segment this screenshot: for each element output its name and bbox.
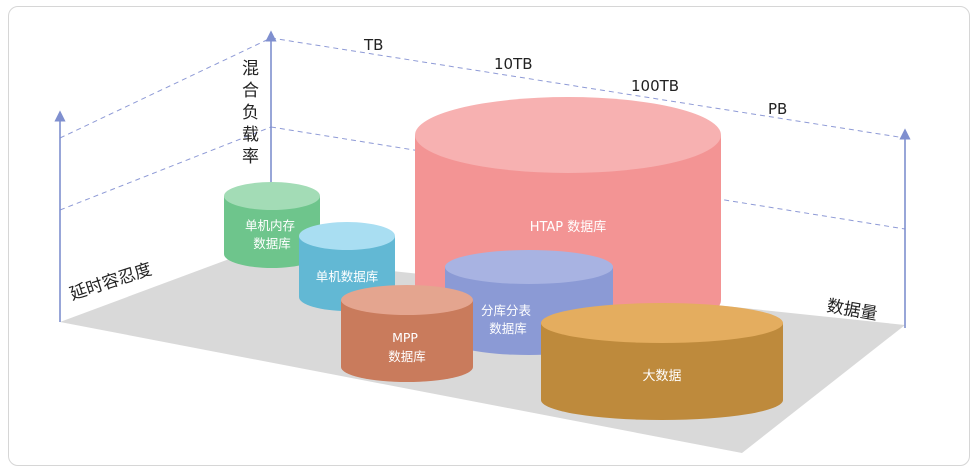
scale-label-pb: PB <box>768 100 787 118</box>
cylinder-label: MPP 数据库 <box>388 330 426 364</box>
guide-lines <box>59 37 906 230</box>
workload-axis-label: 混 合 负 载 率 <box>242 59 264 167</box>
scale-label-10tb: 10TB <box>494 55 533 73</box>
cylinder-mpp: MPP 数据库 <box>341 285 473 382</box>
cylinder-sharding: 分库分表 数据库 <box>445 250 613 355</box>
cylinder-label: 单机内存 数据库 <box>245 218 299 251</box>
cylinder-top <box>224 182 320 210</box>
cylinder-label: 大数据 <box>642 369 681 384</box>
cylinder-label: HTAP 数据库 <box>530 219 607 235</box>
scale-label-100tb: 100TB <box>631 77 679 95</box>
scale-label-tb: TB <box>363 36 383 54</box>
cylinder-top <box>341 285 473 315</box>
cylinder-label: 单机数据库 <box>316 269 379 284</box>
cylinder-top <box>415 97 721 173</box>
cylinder-in-memory: 单机内存 数据库 <box>224 182 320 268</box>
cylinder-top <box>541 303 783 343</box>
cylinder-body <box>341 300 473 382</box>
cylinder-top <box>299 222 395 250</box>
cylinder-top <box>445 250 613 284</box>
cylinder-label: 分库分表 数据库 <box>481 303 535 336</box>
cylinder-body <box>224 196 320 268</box>
cylinder-body <box>541 323 783 420</box>
cylinder-bigdata: 大数据 <box>541 303 783 420</box>
